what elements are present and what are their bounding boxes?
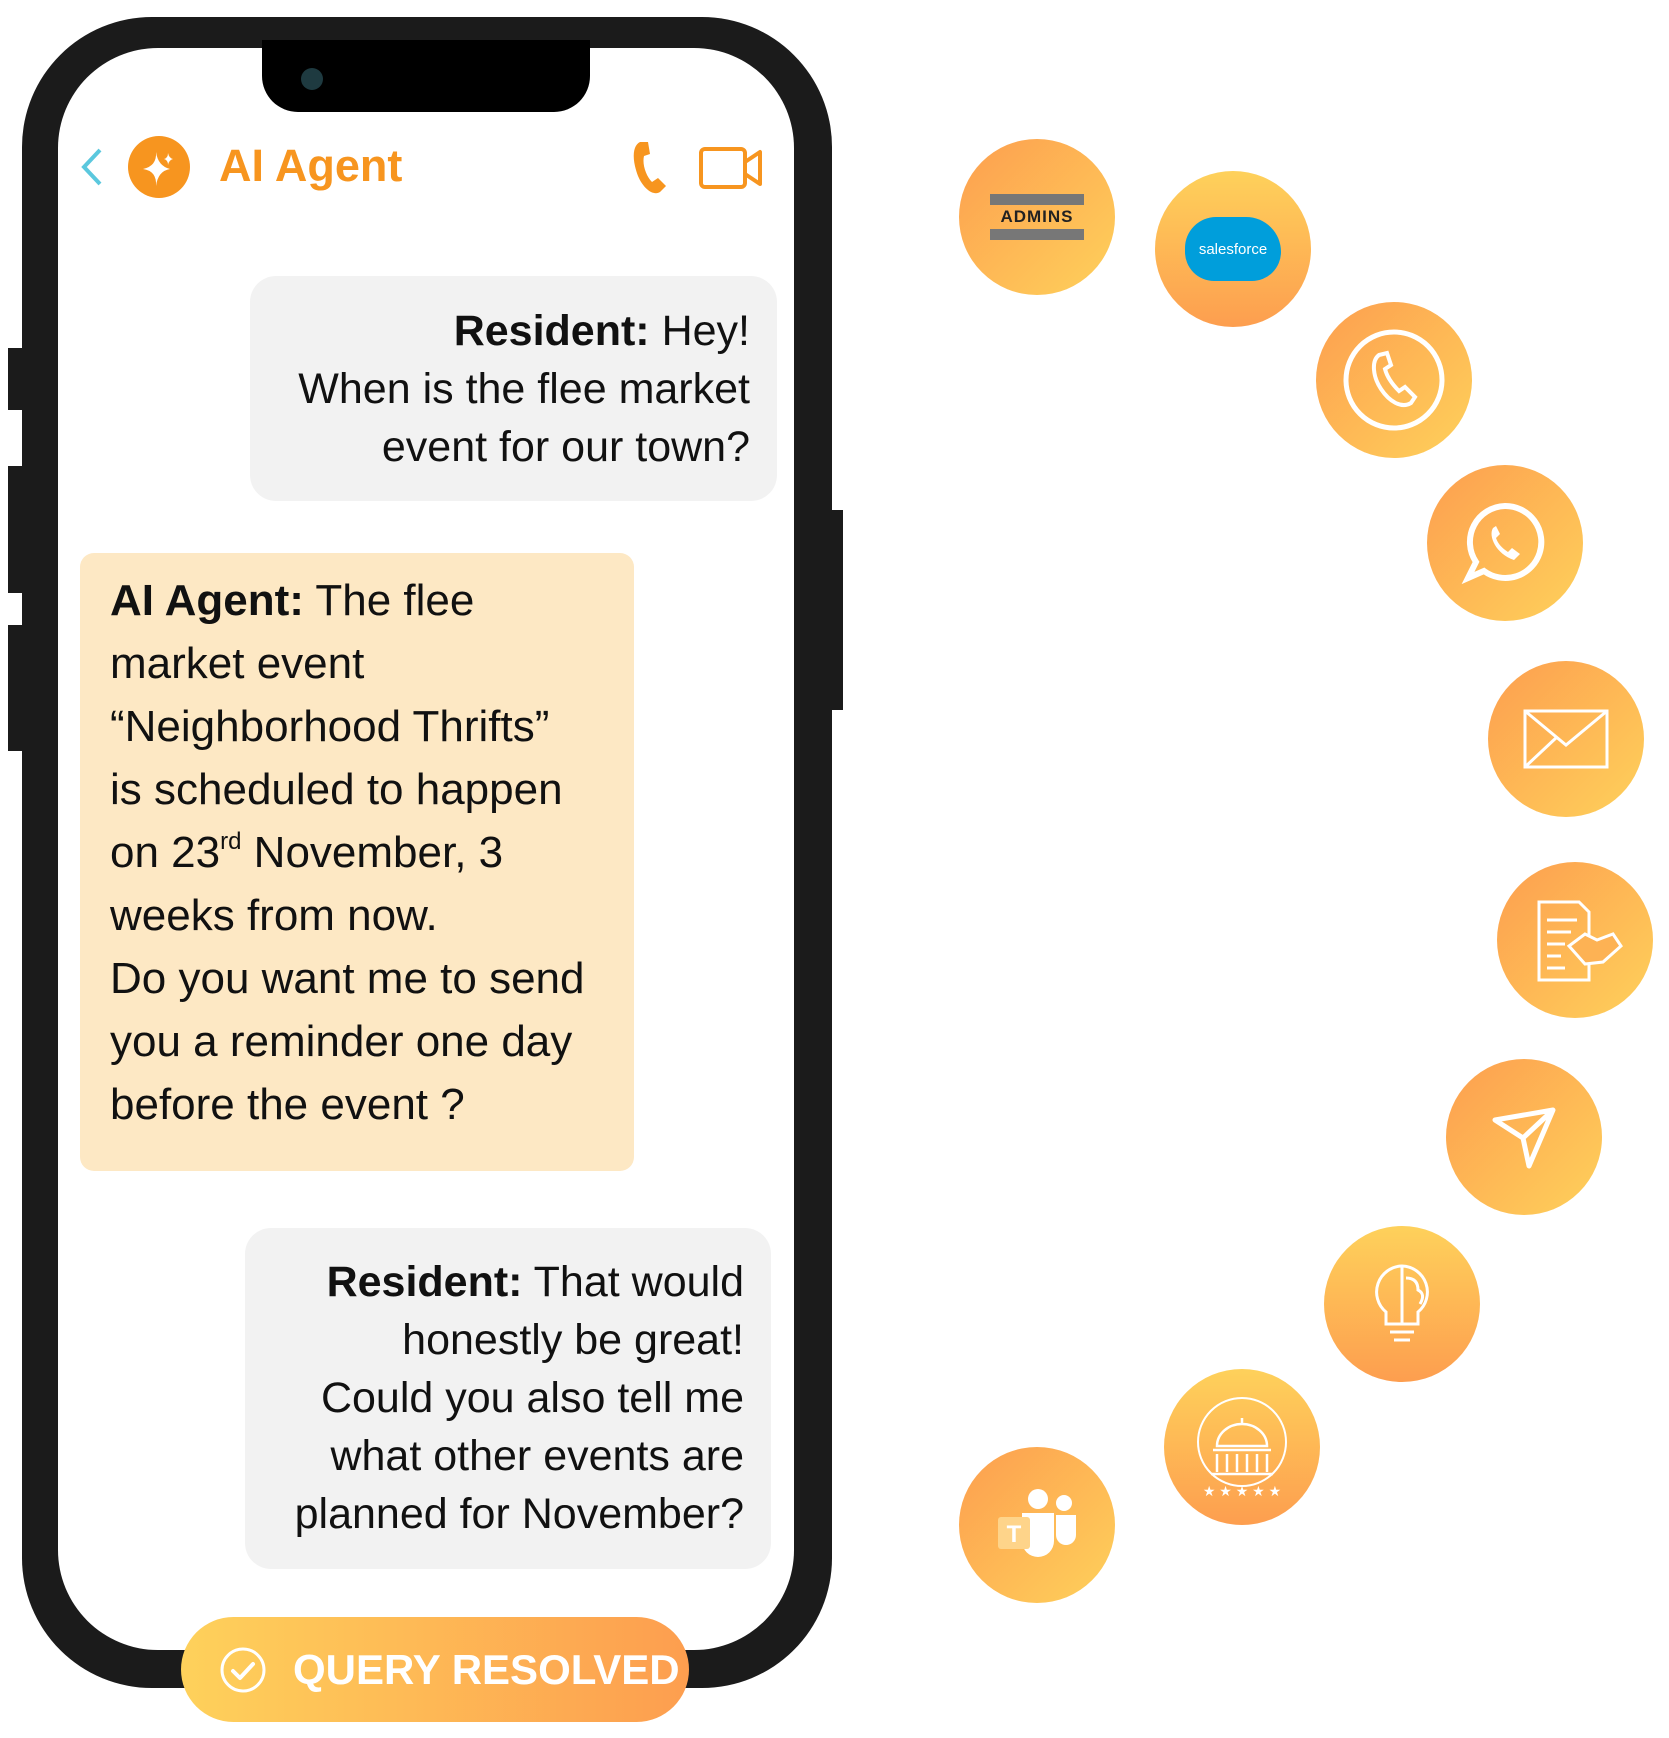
envelope-icon	[1523, 709, 1609, 769]
integration-government: ★ ★ ★ ★ ★	[1164, 1369, 1320, 1525]
integration-email	[1488, 661, 1644, 817]
query-resolved-badge: QUERY RESOLVED	[181, 1617, 689, 1722]
video-camera-icon[interactable]	[698, 146, 764, 190]
integration-admins: ADMINS	[959, 139, 1115, 295]
check-circle-icon	[220, 1647, 266, 1692]
phone-side-button	[8, 466, 22, 593]
integration-contract	[1497, 862, 1653, 1018]
sparkle-icon	[128, 136, 190, 198]
phone-call-icon	[1343, 329, 1445, 431]
microsoft-teams-icon: T	[998, 1489, 1076, 1557]
resident-message: Resident: Hey! When is the flee market e…	[250, 276, 777, 501]
capitol-building-icon: ★ ★ ★ ★ ★	[1197, 1397, 1287, 1499]
integration-salesforce: salesforce	[1155, 171, 1311, 327]
svg-text:T: T	[1007, 1521, 1022, 1548]
salesforce-logo: salesforce	[1185, 217, 1281, 281]
whatsapp-icon	[1461, 502, 1545, 585]
brain-bulb-icon	[1375, 1264, 1429, 1342]
phone-side-button	[8, 625, 22, 751]
ai-agent-message: AI Agent: The flee market event “Neighbo…	[80, 553, 634, 1171]
status-label: QUERY RESOLVED	[293, 1645, 680, 1693]
phone-icon[interactable]	[630, 140, 674, 196]
chevron-left-icon[interactable]	[78, 146, 106, 188]
integration-whatsapp	[1427, 465, 1583, 621]
resident-message: Resident: That would honestly be great! …	[245, 1228, 771, 1569]
phone-side-button	[8, 348, 22, 410]
integration-send	[1446, 1059, 1602, 1215]
integration-ai-brain	[1324, 1226, 1480, 1382]
send-icon	[1492, 1107, 1556, 1169]
integration-teams: T	[959, 1447, 1115, 1603]
admins-logo: ADMINS	[990, 194, 1084, 240]
contract-handshake-icon	[1537, 900, 1623, 982]
chat-title: AI Agent	[219, 140, 403, 191]
front-camera	[301, 68, 323, 90]
integration-phone	[1316, 302, 1472, 458]
svg-text:★ ★ ★ ★ ★: ★ ★ ★ ★ ★	[1203, 1483, 1281, 1499]
